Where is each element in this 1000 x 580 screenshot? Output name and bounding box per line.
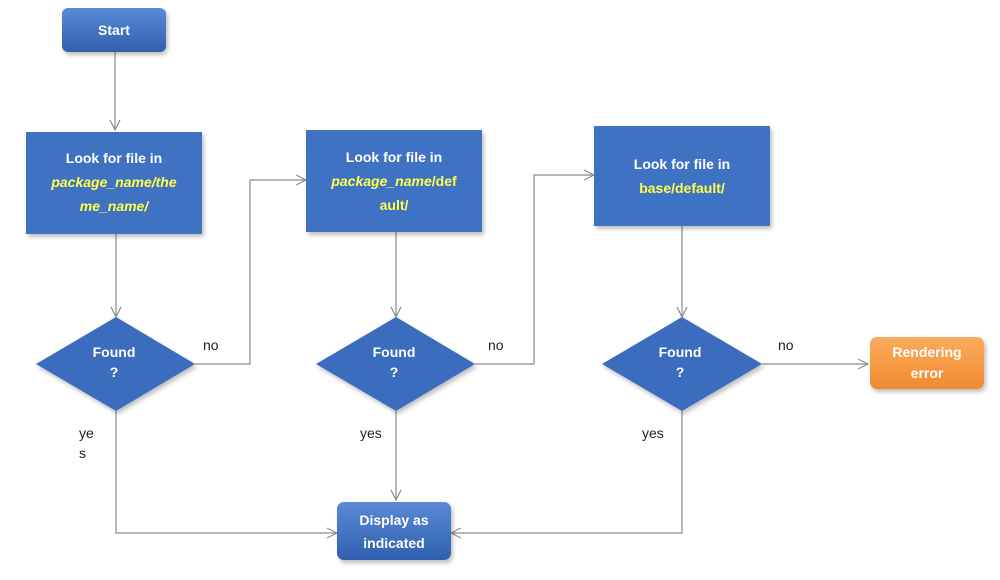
look-package-default-node: Look for file in package_name/def ault/ — [306, 130, 482, 232]
look1-line2: package_name/the — [50, 174, 176, 190]
found2-yes-label: yes — [360, 425, 382, 441]
start-label: Start — [98, 22, 130, 38]
look3-line1: Look for file in — [634, 156, 730, 172]
found1-line2: ? — [110, 364, 119, 380]
found-decision-3: Found ? — [602, 317, 762, 411]
found1-yes-label-line2: s — [79, 445, 86, 461]
found3-line2: ? — [676, 364, 685, 380]
edge-found1-yes-to-display — [115, 411, 337, 533]
error-line2: error — [911, 365, 944, 381]
look2-line1: Look for file in — [346, 149, 442, 165]
rendering-error-node: Rendering error — [870, 337, 984, 389]
look2-line2-italic: package_name — [330, 173, 432, 189]
found3-line1: Found — [659, 344, 702, 360]
display-line1: Display as — [359, 512, 428, 528]
look1-line1: Look for file in — [66, 150, 162, 166]
found1-yes-label-line1: ye — [79, 425, 94, 441]
look2-line2-plain: /def — [432, 173, 457, 189]
found3-yes-label: yes — [642, 425, 664, 441]
edge-found2-no-to-look3 — [475, 175, 594, 365]
connectors — [115, 52, 868, 533]
found3-no-label: no — [778, 337, 794, 353]
found2-line1: Found — [373, 344, 416, 360]
look2-line3: ault/ — [380, 197, 409, 213]
edge-labels: no no no ye s yes yes — [79, 337, 794, 461]
display-node: Display as indicated — [337, 502, 451, 560]
look-theme-node: Look for file in package_name/the me_nam… — [26, 132, 202, 234]
look1-line3: me_name/ — [80, 198, 151, 214]
found2-line2: ? — [390, 364, 399, 380]
edge-found1-no-to-look2 — [195, 180, 306, 365]
error-line1: Rendering — [892, 344, 961, 360]
edge-found3-yes-to-display — [451, 411, 683, 533]
found1-no-label: no — [203, 337, 219, 353]
look3-line2: base/default/ — [639, 180, 725, 196]
found-decision-2: Found ? — [316, 317, 475, 411]
look2-line2: package_name/def — [330, 173, 457, 189]
found2-no-label: no — [488, 337, 504, 353]
display-line2: indicated — [363, 535, 424, 551]
found1-line1: Found — [93, 344, 136, 360]
look-base-default-node: Look for file in base/default/ — [594, 126, 770, 226]
start-node: Start — [62, 8, 166, 52]
found-decision-1: Found ? — [36, 317, 195, 411]
